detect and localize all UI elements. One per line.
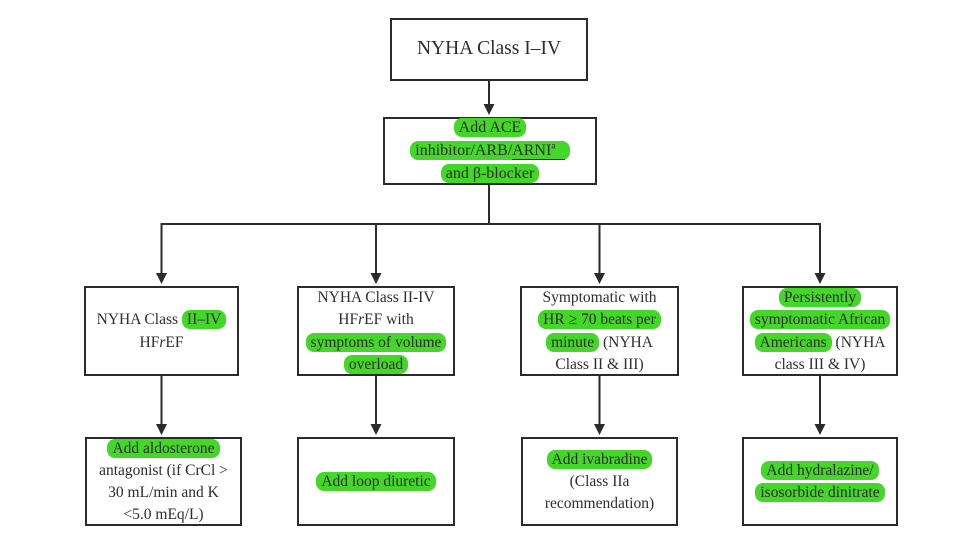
highlighted-text: Persistently — [778, 288, 862, 308]
text-line: and β-blocker — [440, 163, 540, 184]
text-line: NYHA Class II-IV — [317, 288, 434, 307]
text-line: Class II & III) — [555, 355, 643, 374]
text-line: overload — [343, 354, 409, 374]
node-text-italic: r — [159, 333, 166, 351]
arrowhead-action1 — [156, 424, 167, 435]
highlighted-text: Add loop diuretic — [316, 471, 436, 491]
highlighted-text: HR ≥ 70 beats per — [538, 310, 661, 330]
node-label: NYHA Class I–IV — [416, 38, 562, 60]
node-text: HF — [338, 311, 359, 329]
node-text: HF — [139, 333, 160, 351]
text-line: HFrEF with — [338, 310, 413, 329]
node-text: EF — [165, 333, 184, 351]
node-text: NYHA Class II-IV — [317, 289, 435, 307]
node-text: class III & IV) — [774, 355, 866, 373]
text-line: symptomatic African — [749, 310, 891, 330]
arni-underlined-text: ARNIa — [512, 140, 565, 161]
node-text: (NYHA — [599, 333, 653, 351]
text-line: Add hydralazine/ — [761, 460, 879, 480]
highlighted-text: Add hydralazine/ — [761, 460, 879, 480]
highlighted-text: Add aldosterone — [107, 438, 220, 458]
node-add-loop-diuretic: Add loop diuretic — [297, 437, 455, 526]
text-line: (Class IIa — [570, 472, 630, 491]
text-line: Add loop diuretic — [316, 471, 436, 491]
text-line: NYHA Class I–IV — [417, 37, 561, 61]
highlighted-text: minute — [546, 332, 600, 352]
highlighted-text: Add ACE — [453, 118, 527, 138]
text-line: minute (NYHA — [546, 332, 653, 352]
text-line: Americans (NYHA — [754, 332, 886, 352]
text-line: HR ≥ 70 beats per — [538, 310, 661, 330]
text-line: Persistently — [778, 288, 862, 308]
text-line: class III & IV) — [775, 355, 866, 374]
text-line: HFrEF — [140, 333, 184, 352]
node-text: (Class IIa — [569, 472, 630, 490]
node-nyha-class-i-iv: NYHA Class I–IV — [390, 18, 588, 81]
text-line: inhibitor/ARB/ARNIa — [410, 140, 570, 161]
node-text: recommendation) — [544, 495, 655, 513]
highlighted-text: symptomatic African — [749, 310, 891, 330]
highlighted-text: and β-blocker — [440, 163, 540, 183]
text-line: 30 mL/min and K — [108, 483, 219, 502]
node-hfref-volume-overload: NYHA Class II-IV HFrEF with symptoms of … — [297, 286, 455, 376]
highlighted-text: II–IV — [181, 310, 227, 330]
arrowhead-branch4 — [814, 273, 826, 284]
text-line: recommendation) — [545, 494, 654, 513]
text-line: symptoms of volume — [305, 332, 447, 352]
text-line: Add ivabradine — [546, 449, 653, 469]
text-line: antagonist (if CrCl > — [99, 461, 228, 480]
footnote-marker: a — [551, 140, 556, 152]
node-text: <5.0 mEq/L) — [123, 506, 204, 524]
node-nyha-ii-iv-hfref: NYHA Class II–IV HFrEF — [84, 286, 239, 376]
node-text: Class II & III) — [555, 355, 644, 373]
node-text: (NYHA — [831, 333, 886, 351]
node-text: antagonist (if CrCl > — [99, 461, 228, 479]
text-line: <5.0 mEq/L) — [123, 505, 203, 524]
text-line: Symptomatic with — [542, 288, 656, 307]
arrowhead-root-to-ace — [483, 104, 495, 115]
node-add-hydralazine: Add hydralazine/ isosorbide dinitrate — [742, 437, 898, 526]
node-african-americans: Persistently symptomatic African America… — [742, 286, 898, 376]
node-text-italic: r — [358, 311, 365, 329]
arrowhead-branch2 — [370, 273, 382, 284]
arrowhead-branch3 — [594, 273, 605, 284]
highlighted-text: Americans — [754, 332, 832, 352]
node-add-ivabradine: Add ivabradine (Class IIa recommendation… — [521, 437, 678, 526]
highlighted-text: isosorbide dinitrate — [755, 483, 885, 502]
arrowhead-branch1 — [156, 273, 167, 284]
text-line: NYHA Class II–IV — [96, 310, 227, 330]
arrowhead-action4 — [814, 424, 826, 435]
text-line: isosorbide dinitrate — [755, 483, 885, 502]
text-line: Add ACE — [453, 118, 527, 138]
node-text: 30 mL/min and K — [108, 484, 219, 501]
node-text: EF with — [364, 311, 414, 329]
arrowhead-action3 — [594, 424, 605, 435]
highlighted-text: inhibitor/ARB/ARNIa — [410, 140, 570, 161]
highlighted-text: overload — [343, 354, 409, 374]
highlighted-text: Add ivabradine — [546, 449, 653, 469]
text-line: Add aldosterone — [107, 438, 220, 458]
node-text: ARNI — [512, 142, 552, 160]
node-add-aldosterone: Add aldosterone antagonist (if CrCl > 30… — [85, 437, 242, 526]
node-text: NYHA Class — [96, 311, 182, 329]
node-text: inhibitor/ARB/ — [415, 142, 513, 160]
highlighted-text: symptoms of volume — [305, 332, 447, 352]
node-text: Symptomatic with — [542, 289, 657, 307]
node-symptomatic-hr70: Symptomatic with HR ≥ 70 beats per minut… — [520, 286, 679, 376]
node-add-ace-inhibitor: Add ACE inhibitor/ARB/ARNIa and β-blocke… — [383, 117, 597, 185]
arrowhead-action2 — [370, 424, 382, 435]
